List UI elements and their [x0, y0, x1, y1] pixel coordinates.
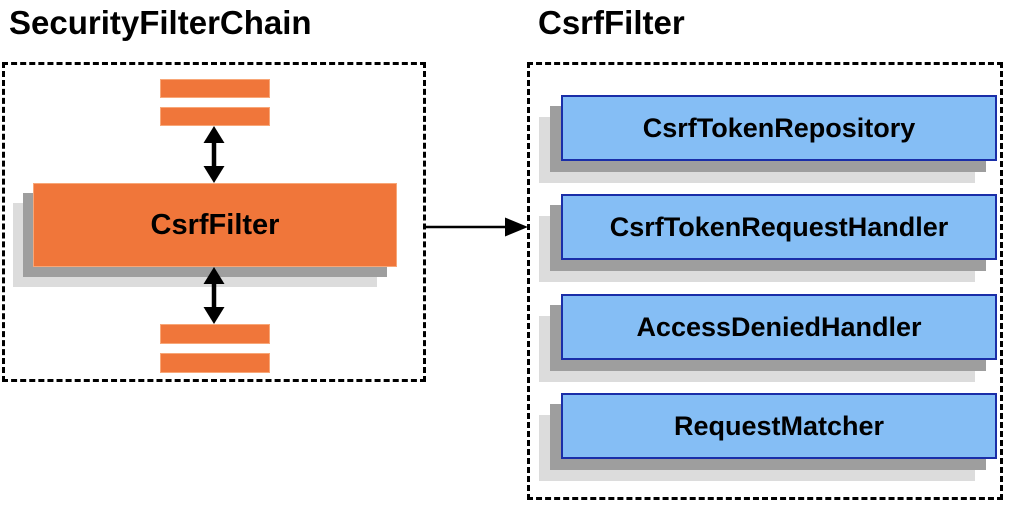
component-box-label: RequestMatcher	[673, 410, 885, 441]
component-box-csrf-token-request-handler: CsrfTokenRequestHandler	[561, 194, 997, 260]
filter-bar	[160, 79, 270, 98]
arrow-right-icon	[425, 217, 528, 237]
double-arrow-icon	[203, 126, 225, 183]
component-box-label: CsrfTokenRepository	[642, 112, 916, 143]
csrf-filter-box: CsrfFilter	[33, 183, 397, 267]
component-box-request-matcher: RequestMatcher	[561, 393, 997, 459]
csrf-filter-title: CsrfFilter	[538, 4, 685, 41]
component-box-label: AccessDeniedHandler	[636, 311, 922, 342]
component-box-label: CsrfTokenRequestHandler	[609, 211, 949, 242]
double-arrow-icon	[203, 267, 225, 324]
filter-bar	[160, 107, 270, 126]
component-box-access-denied-handler: AccessDeniedHandler	[561, 294, 997, 360]
filter-bar	[160, 324, 270, 344]
security-filter-chain-title: SecurityFilterChain	[9, 4, 312, 41]
security-filter-chain-panel	[2, 62, 426, 382]
filter-bar	[160, 353, 270, 373]
component-box-csrf-token-repository: CsrfTokenRepository	[561, 95, 997, 161]
csrf-filter-panel	[527, 62, 1003, 500]
csrf-filter-box-label: CsrfFilter	[150, 208, 280, 241]
